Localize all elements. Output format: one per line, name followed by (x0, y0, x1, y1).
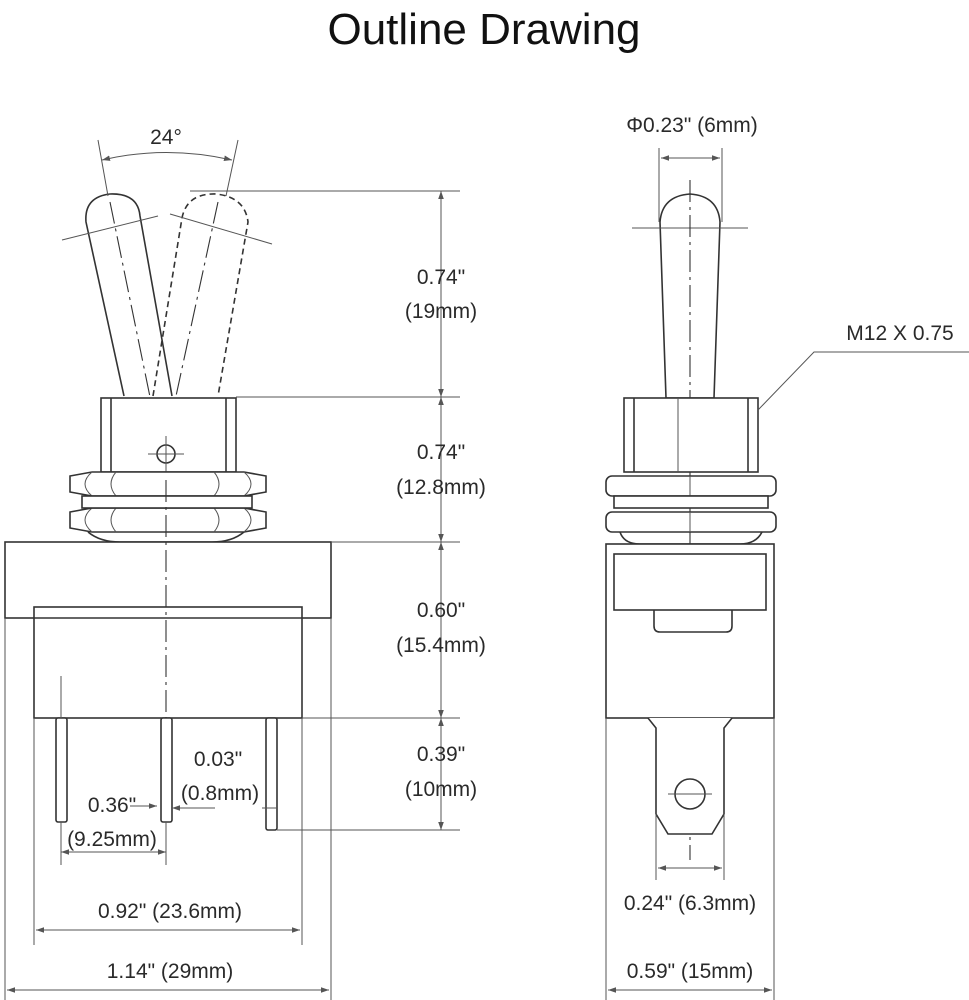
terminal-thickness-mm: (0.8mm) (181, 782, 259, 805)
terminal-pitch-mm: (9.25mm) (67, 828, 157, 851)
side-view (605, 148, 969, 1000)
terminal-length-mm: (10mm) (405, 778, 477, 801)
toggle-lever-alt-position (152, 193, 249, 397)
body-height-inch: 0.60" (417, 599, 465, 622)
overall-depth-label: 0.59" (15mm) (627, 960, 754, 983)
terminal-pitch-inch: 0.36" (88, 794, 136, 817)
lever-length-mm: (19mm) (405, 300, 477, 323)
base-width-label: 0.92" (23.6mm) (98, 900, 242, 923)
toggle-lever (85, 193, 173, 397)
terminal-thickness-inch: 0.03" (194, 748, 242, 771)
switch-housing (4, 541, 332, 619)
body-height-mm: (15.4mm) (396, 634, 486, 657)
hex-nut-lower (69, 507, 267, 533)
bushing-height-inch: 0.74" (417, 441, 465, 464)
hex-nut-upper (69, 471, 267, 497)
drawing-title: Outline Drawing (327, 5, 640, 54)
side-terminal (647, 717, 733, 835)
side-bushing (623, 397, 759, 473)
terminal-length-inch: 0.39" (417, 743, 465, 766)
side-housing (605, 543, 775, 719)
lever-diameter-label: Φ0.23" (6mm) (626, 114, 758, 137)
bushing (100, 397, 237, 473)
side-nut-upper (605, 475, 777, 497)
front-view (4, 139, 460, 1000)
lever-length-inch: 0.74" (417, 266, 465, 289)
switch-base (33, 606, 303, 719)
side-nut-lower (605, 511, 777, 533)
overall-width-label: 1.14" (29mm) (107, 960, 234, 983)
terminal-middle (160, 717, 173, 823)
terminal-right (265, 717, 278, 831)
bushing-height-mm: (12.8mm) (396, 476, 486, 499)
thread-label: M12 X 0.75 (846, 322, 953, 345)
angle-label: 24° (150, 126, 182, 149)
terminal-width-label: 0.24" (6.3mm) (624, 892, 756, 915)
